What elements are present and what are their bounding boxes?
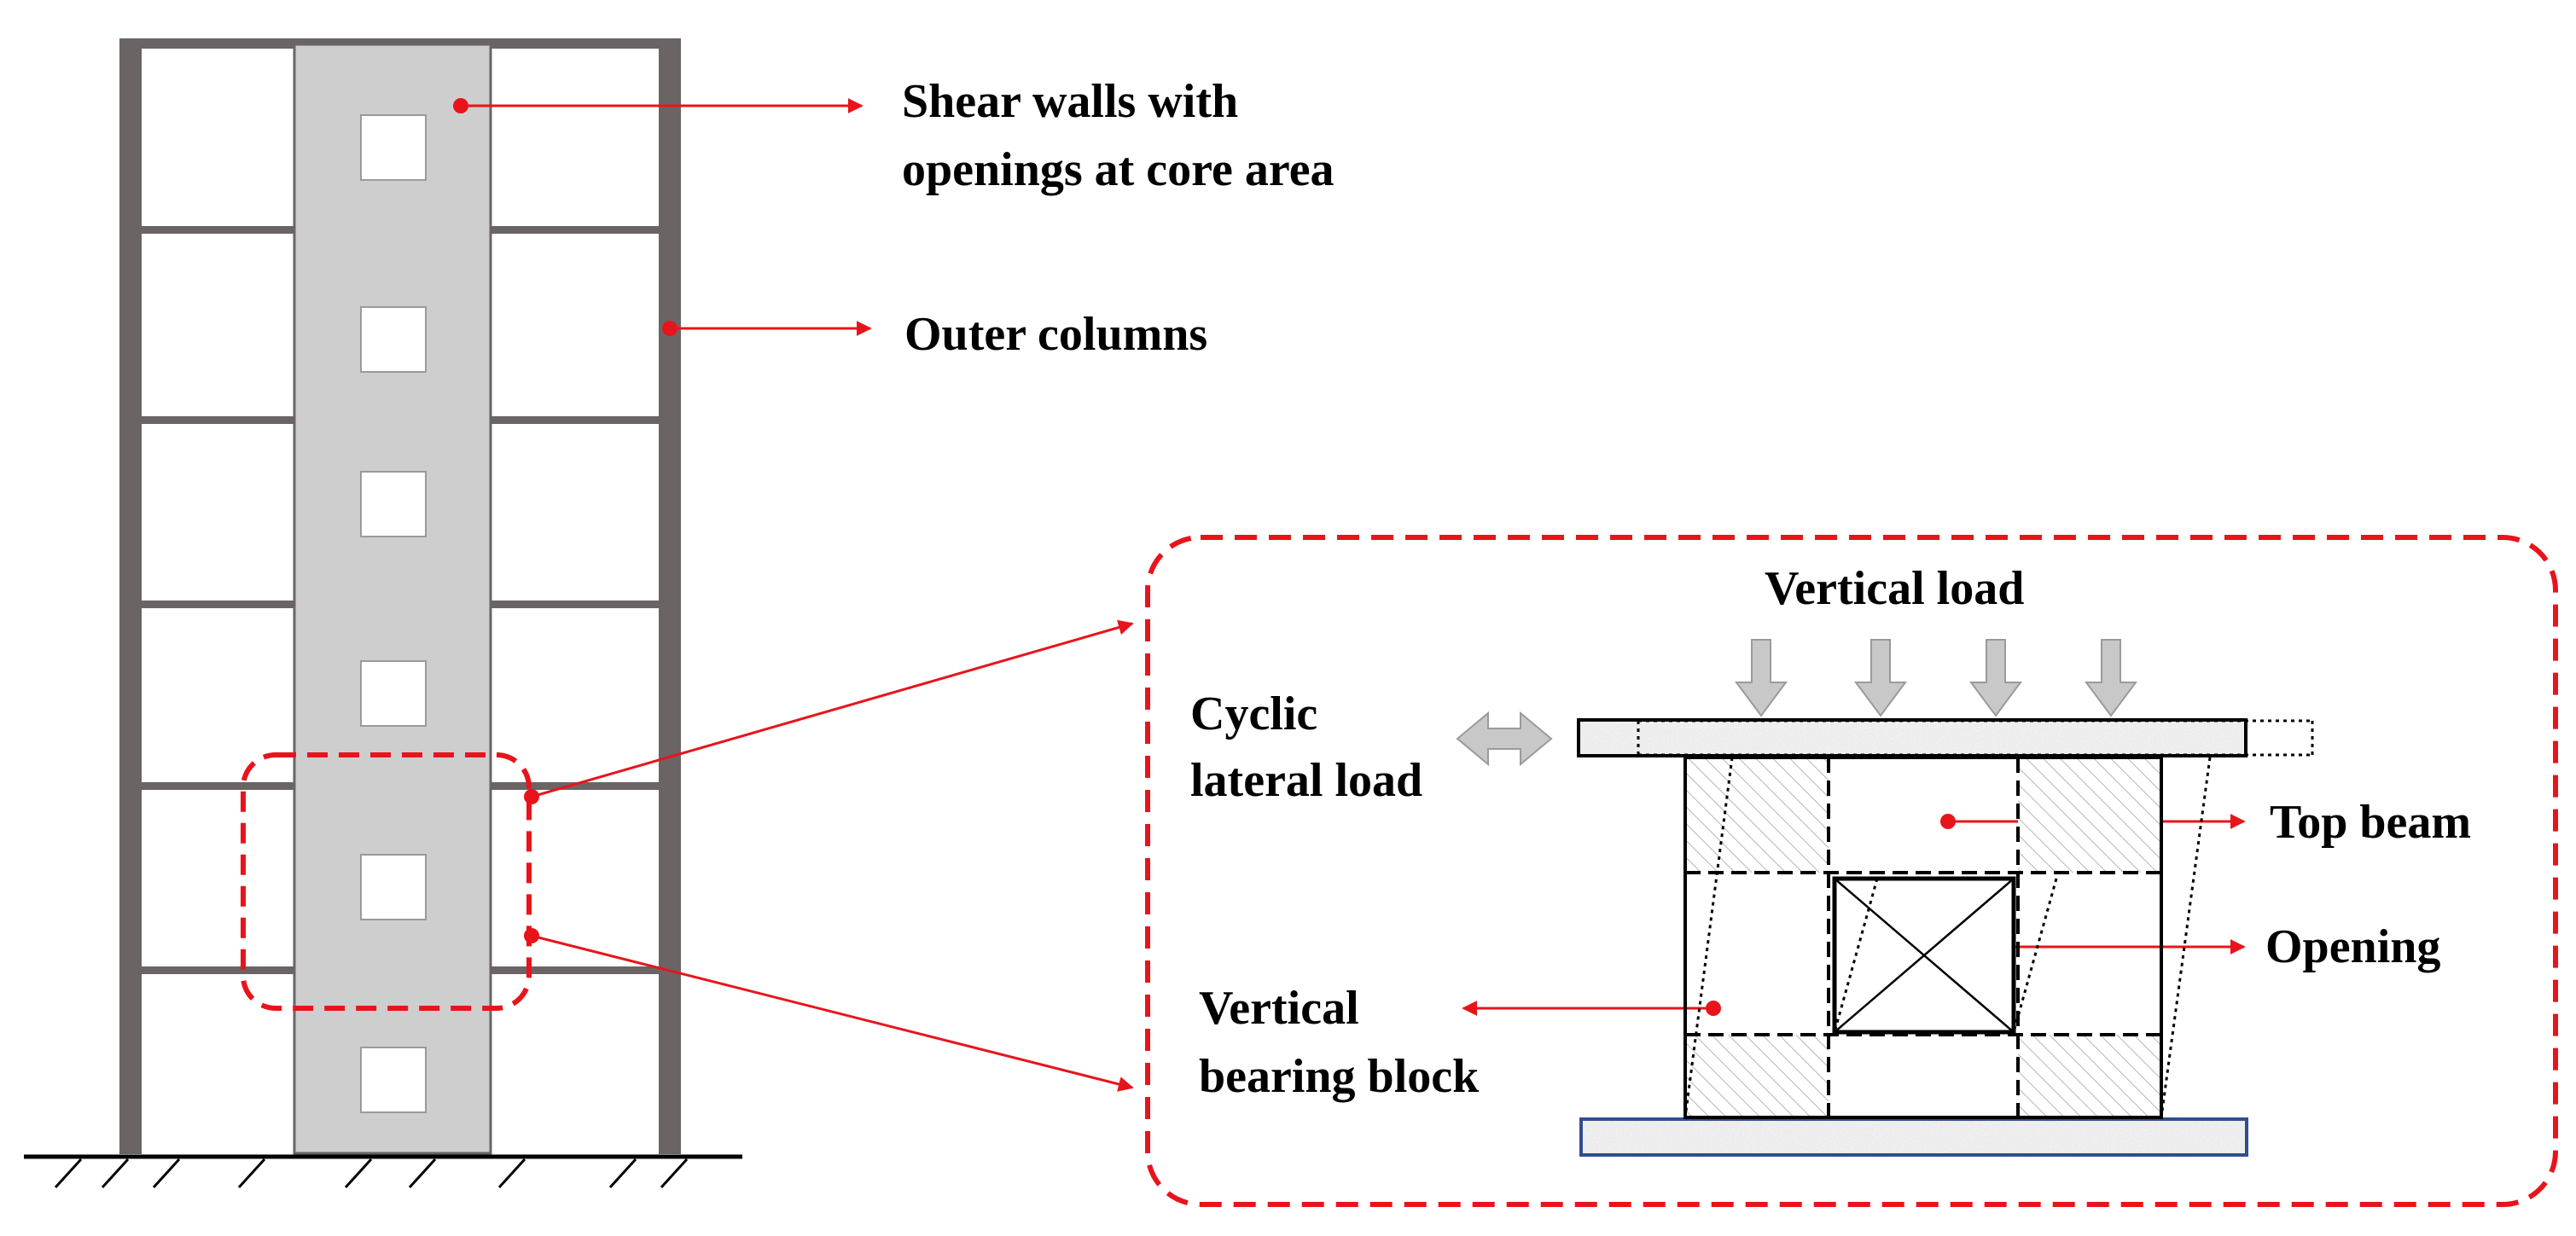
wall-opening-6 (360, 1047, 427, 1113)
label-bearing-line1: Vertical (1199, 982, 1359, 1035)
label-shear-walls-line1: Shear walls with (902, 75, 1238, 128)
callout-leader-bottom (531, 934, 1134, 1092)
load-arrow-4 (2085, 639, 2137, 717)
hatched-bearing-blocks (1685, 757, 2161, 1117)
bearing-block-top-right (2018, 757, 2161, 873)
leader-lines (461, 98, 2246, 1092)
label-bearing-line2: bearing block (1199, 1050, 1480, 1103)
building-frame (24, 38, 742, 1189)
wall-opening-3 (360, 471, 427, 537)
vertical-load-arrows (1735, 639, 2137, 717)
load-arrow-3 (1969, 639, 2022, 717)
wall-openings (360, 114, 427, 1113)
bearing-block-bottom-right (2018, 1035, 2161, 1117)
top-loading-beam (1579, 720, 2246, 756)
wall-opening-5 (360, 854, 427, 920)
left-outer-column (119, 41, 142, 1154)
callout-leader-top (531, 619, 1134, 798)
cyclic-load-arrow (1456, 711, 1553, 767)
bearing-block-bottom-left (1685, 1035, 1829, 1117)
wall-opening-2 (360, 306, 427, 373)
test-specimen (1456, 639, 2314, 1157)
dashed-block-lines (1685, 757, 2161, 1117)
load-arrow-2 (1854, 639, 1907, 717)
label-opening: Opening (2265, 920, 2440, 973)
detail-callout-box (241, 752, 532, 1011)
label-vertical-load: Vertical load (1765, 562, 2024, 615)
ground-hatching (54, 1158, 689, 1189)
leader-dots (453, 98, 1979, 1016)
label-top-beam: Top beam (2270, 796, 2471, 849)
deformed-shape (1637, 719, 2314, 1118)
label-outer-columns: Outer columns (904, 308, 1207, 361)
base-beam (1581, 1119, 2247, 1155)
shear-wall-core (294, 44, 491, 1153)
wall-panel-outline (1683, 756, 2163, 1119)
bearing-block-top-left (1685, 757, 1829, 873)
right-outer-column (659, 41, 681, 1154)
label-cyclic-line2: lateral load (1190, 754, 1422, 807)
label-cyclic-line1: Cyclic (1190, 688, 1317, 740)
text-labels: Shear walls with openings at core area O… (902, 75, 2471, 1103)
load-arrow-1 (1735, 639, 1788, 717)
detail-panel-border (1145, 535, 2558, 1207)
label-shear-walls-line2: openings at core area (902, 143, 1335, 196)
wall-opening-4 (360, 660, 427, 727)
wall-opening-1 (360, 114, 427, 181)
